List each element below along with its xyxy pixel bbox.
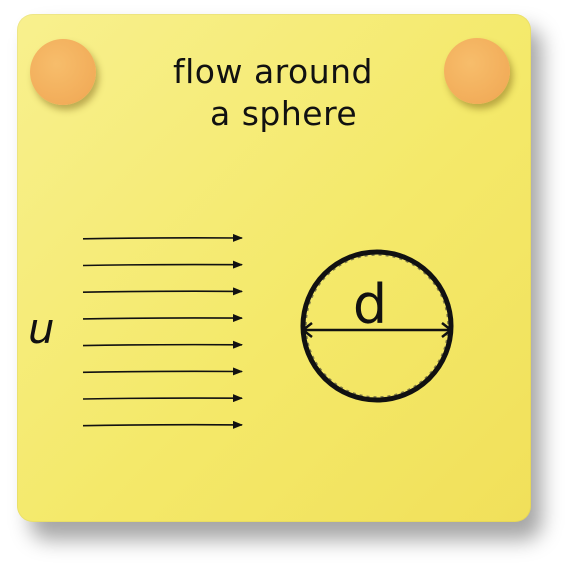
velocity-label: u [28,304,55,353]
flow-arrow [82,287,243,296]
sticky-note [17,14,531,522]
diameter-label: d [353,273,387,336]
sphere: d [300,249,454,403]
note-title-line-2: a sphere [210,94,358,133]
flow-arrow [82,420,243,429]
sphere-outline [300,249,454,403]
flow-arrow [82,340,243,349]
flow-arrow [82,233,243,242]
diameter-arrow-right-icon [441,322,454,338]
pushpin-right-icon [444,38,510,104]
flow-arrow [82,394,243,403]
sphere-outline-texture [305,254,449,398]
flow-arrow [82,367,243,376]
pushpin-left-icon [30,39,96,105]
flow-arrow [82,314,243,323]
flow-arrows-group [82,233,243,429]
note-title-line-1: flow around [173,52,373,91]
flow-arrow [82,260,243,269]
diameter-arrow-left-icon [300,322,313,338]
